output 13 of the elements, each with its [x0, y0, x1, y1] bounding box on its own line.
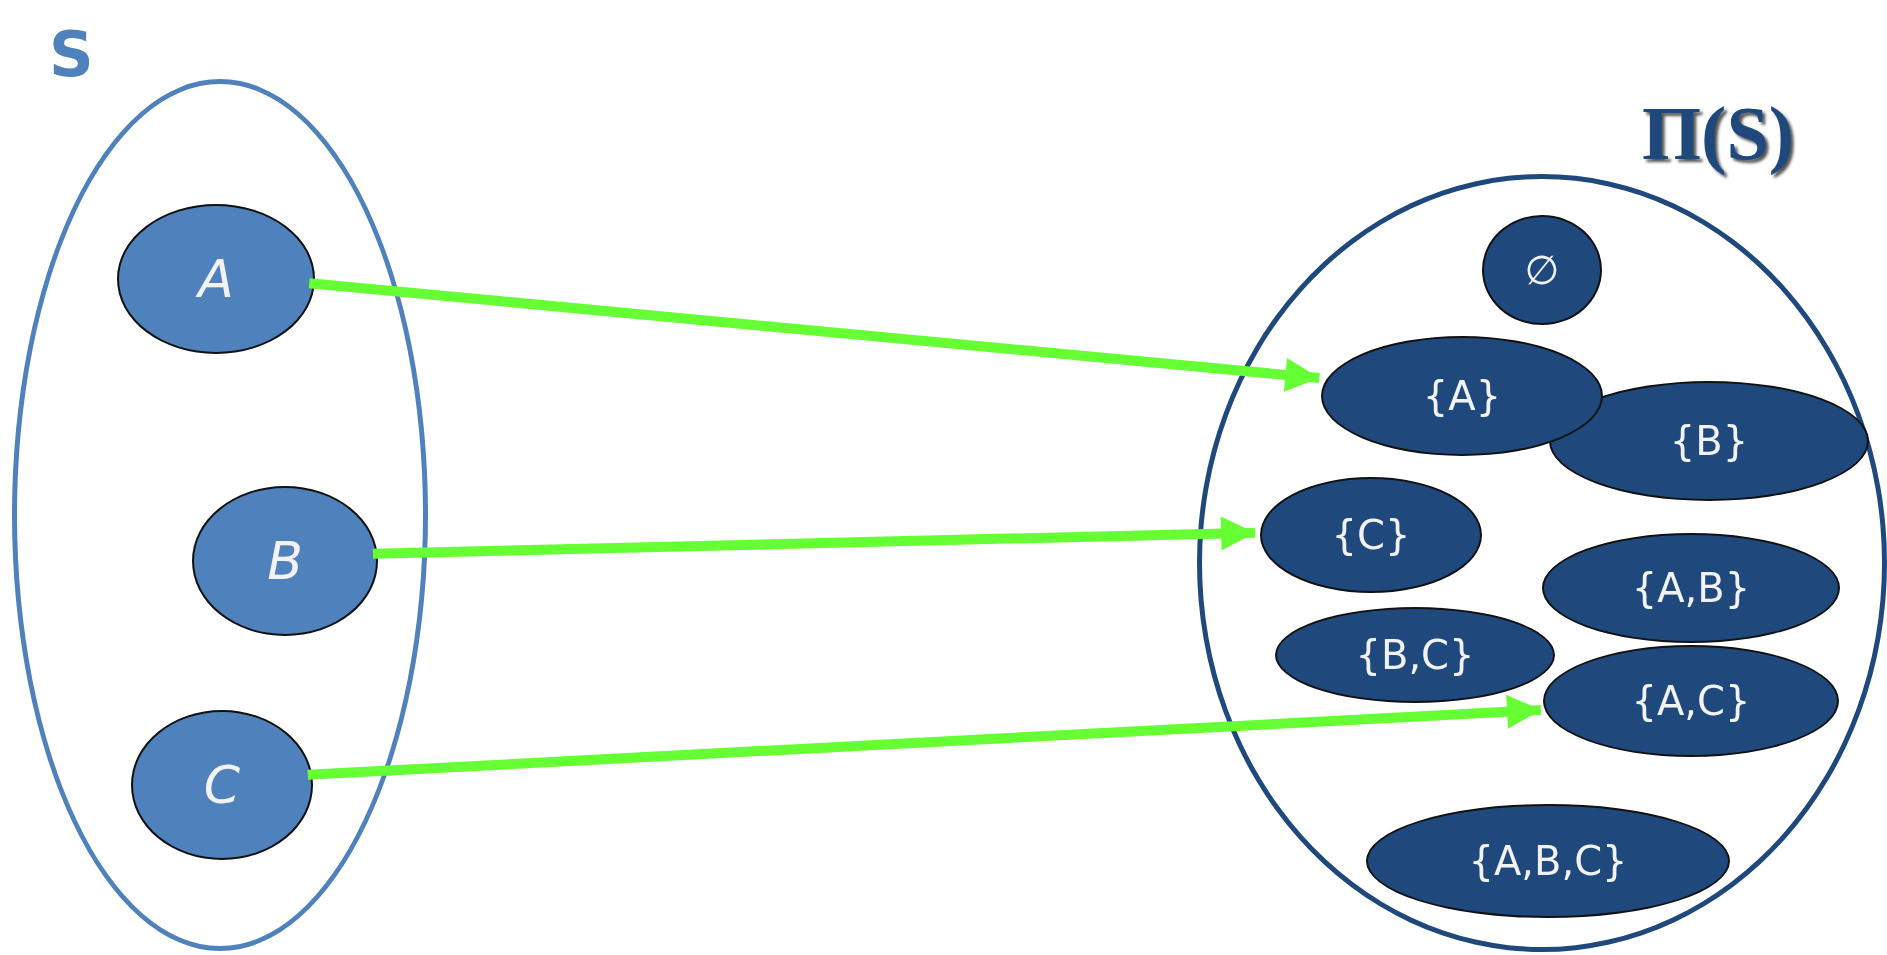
subset-name: {B} — [1669, 421, 1749, 461]
arrow — [308, 278, 1320, 392]
subset-name: {A,B} — [1631, 568, 1751, 608]
element-name: B — [267, 535, 303, 587]
element-name: C — [203, 759, 241, 811]
subset-name: {A,C} — [1631, 681, 1751, 721]
subset-name: {B,C} — [1355, 635, 1475, 675]
subset-name: {A,B,C} — [1468, 841, 1628, 881]
subset-name: {C} — [1331, 515, 1411, 555]
set-name: S — [49, 24, 94, 86]
subset-name: ∅ — [1524, 250, 1560, 290]
arrow — [307, 694, 1542, 780]
subset-name: {A} — [1422, 376, 1502, 416]
